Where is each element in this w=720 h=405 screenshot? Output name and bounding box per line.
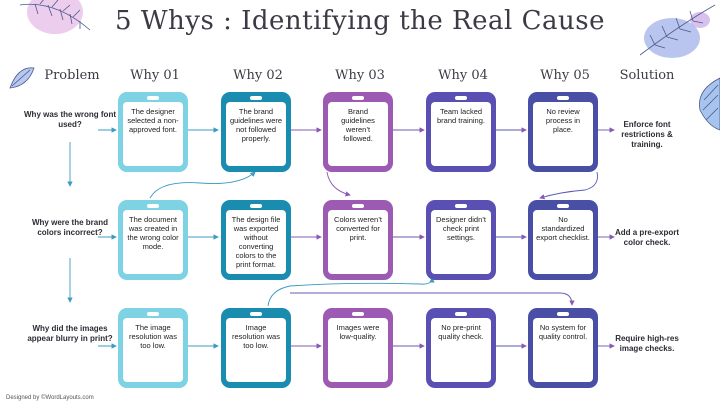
- why-text: No pre-print quality check.: [431, 318, 491, 382]
- why-text: Image resolution was too low.: [226, 318, 286, 382]
- why-card-r1-c5: No review process in place.: [528, 92, 598, 172]
- why-card-r1-c1: The designer selected a non-approved fon…: [118, 92, 188, 172]
- arrow-curve-why1-up: [149, 171, 256, 199]
- why-text: The designer selected a non-approved fon…: [123, 102, 183, 166]
- card-hole: [352, 312, 364, 316]
- arrow-line-to-why5: [290, 292, 575, 306]
- card-hole: [250, 204, 262, 208]
- problem-row-3: Why did the images appear blurry in prin…: [27, 324, 113, 343]
- solution-row-3: Require high-res image checks.: [615, 334, 679, 353]
- blob-top-left: [27, 0, 83, 34]
- why-card-r2-c2: The design file was exported without con…: [221, 200, 291, 280]
- card-hole: [250, 312, 262, 316]
- why-text: No review process in place.: [533, 102, 593, 166]
- problem-row-2: Why were the brand colors incorrect?: [31, 218, 108, 237]
- why-card-r3-c1: The image resolution was too low.: [118, 308, 188, 388]
- why-card-r3-c5: No system for quality control.: [528, 308, 598, 388]
- card-hole: [557, 96, 569, 100]
- column-header-solution: Solution: [619, 68, 675, 83]
- page-title: 5 Whys : Identifying the Real Cause: [115, 6, 605, 36]
- why-card-r3-c4: No pre-print quality check.: [426, 308, 496, 388]
- leaf-icon-right-edge: [699, 77, 720, 131]
- arrow-curve-why3-down: [326, 171, 351, 197]
- card-hole: [250, 96, 262, 100]
- why-text: Designer didn’t check print settings.: [431, 210, 491, 274]
- why-card-r2-c3: Colors weren’t converted for print.: [323, 200, 393, 280]
- arrow-curve-why2-to-why4: [267, 277, 435, 307]
- why-text: Images were low-quality.: [328, 318, 388, 382]
- card-hole: [557, 204, 569, 208]
- why-text: The image resolution was too low.: [123, 318, 183, 382]
- solution-row-1: Enforce font restrictions & training.: [621, 120, 673, 149]
- why-text: Colors weren’t converted for print.: [328, 210, 388, 274]
- why-text: No system for quality control.: [533, 318, 593, 382]
- solution-row-2: Add a pre-export color check.: [614, 228, 679, 247]
- why-text: Team lacked brand training.: [431, 102, 491, 166]
- card-hole: [352, 204, 364, 208]
- column-header-why-02: Why 02: [233, 68, 283, 83]
- card-hole: [455, 312, 467, 316]
- problem-row-1: Why was the wrong font used?: [24, 110, 116, 129]
- why-card-r1-c2: The brand guidelines were not followed p…: [221, 92, 291, 172]
- leaf-icon-top-right: [639, 4, 716, 56]
- leaf-icon-top-left: [19, 0, 91, 31]
- card-hole: [147, 204, 159, 208]
- why-text: The document was created in the wrong co…: [123, 210, 183, 274]
- card-hole: [147, 96, 159, 100]
- why-text: Brand guidelines weren’t followed.: [328, 102, 388, 166]
- leaf-icon-small-left: [9, 67, 35, 89]
- card-hole: [147, 312, 159, 316]
- why-card-r3-c2: Image resolution was too low.: [221, 308, 291, 388]
- why-card-r3-c3: Images were low-quality.: [323, 308, 393, 388]
- why-card-r1-c3: Brand guidelines weren’t followed.: [323, 92, 393, 172]
- card-hole: [557, 312, 569, 316]
- why-text: The brand guidelines were not followed p…: [226, 102, 286, 166]
- column-header-problem: Problem: [44, 68, 100, 83]
- why-card-r2-c4: Designer didn’t check print settings.: [426, 200, 496, 280]
- card-hole: [352, 96, 364, 100]
- why-card-r1-c4: Team lacked brand training.: [426, 92, 496, 172]
- why-text: The design file was exported without con…: [226, 210, 286, 274]
- credit-text: Designed by ©WordLayouts.com: [6, 395, 94, 401]
- column-header-why-05: Why 05: [540, 68, 590, 83]
- column-header-why-01: Why 01: [130, 68, 180, 83]
- arrow-curve-why5-down: [539, 171, 598, 200]
- why-card-r2-c5: No standardized export checklist.: [528, 200, 598, 280]
- blob-top-right-small: [690, 12, 710, 28]
- why-text: No standardized export checklist.: [533, 210, 593, 274]
- column-header-why-03: Why 03: [335, 68, 385, 83]
- card-hole: [455, 96, 467, 100]
- why-card-r2-c1: The document was created in the wrong co…: [118, 200, 188, 280]
- column-header-why-04: Why 04: [438, 68, 488, 83]
- card-hole: [455, 204, 467, 208]
